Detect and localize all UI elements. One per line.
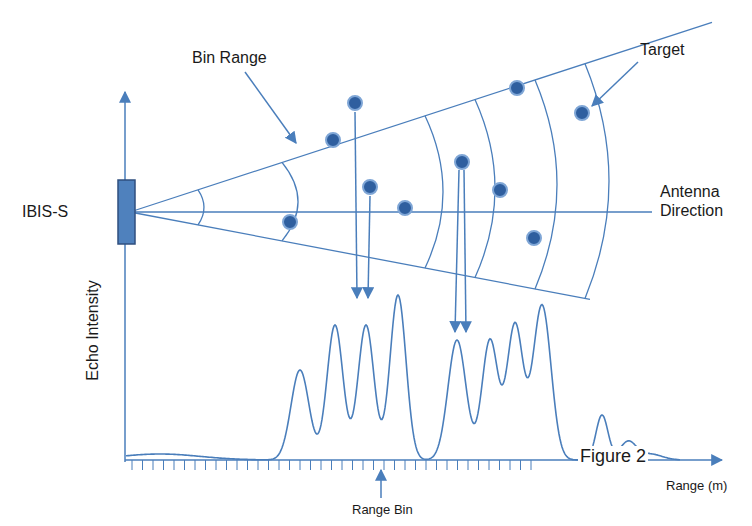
range-bin-tick [352,460,353,470]
range-bin-tick [153,460,154,470]
range-bin-tick [184,460,185,470]
echo-waveform [126,295,680,460]
range-bin-tick [205,460,206,470]
target-dot [363,180,377,194]
bin-range-arc [585,64,609,299]
range-bin-tick [310,460,311,470]
range-bin-tick [426,460,427,470]
target-dot [326,133,340,147]
range-bin-tick [195,460,196,470]
axis-label: Antenna Direction [660,182,748,220]
target-dot [493,183,507,197]
range-bin-tick [394,460,395,470]
range-bin-tick [163,460,164,470]
range-bin-tick [174,460,175,470]
range-bin-tick [300,460,301,470]
range-bin-tick [499,460,500,470]
range-bin-tick [436,460,437,470]
device-label: IBIS-S [22,202,68,221]
callout-label: Target [640,40,684,59]
range-bin-tick [226,460,227,470]
range-bin-tick [520,460,521,470]
range-bin-tick [289,460,290,470]
range-bin-tick [247,460,248,470]
range-bin-tick [531,460,532,470]
range-bin-tick [279,460,280,470]
axis-title: Echo Intensity [83,280,102,381]
radar-sensor [118,180,135,244]
range-bin-tick [415,460,416,470]
range-bin-tick [489,460,490,470]
range-bin-tick [384,460,385,470]
range-bin-tick [478,460,479,470]
range-bin-tick [331,460,332,470]
target-dot [527,231,541,245]
axis-title: Range (m) [666,478,727,494]
beam-edge [130,22,712,212]
target-dot [398,201,412,215]
range-bin-tick [457,460,458,470]
antenna-axis [130,211,652,212]
beam-edge [130,212,590,299]
range-bin-tick [510,460,511,470]
range-bin-tick [321,460,322,470]
target-dot [575,106,589,120]
bin-range-arc [198,190,204,225]
range-bin-tick [268,460,269,470]
target-dot [455,155,469,169]
bin-range-arc [425,116,443,268]
range-bin-tick [342,460,343,470]
range-bin-tick [468,460,469,470]
range-bin-tick [237,460,238,470]
bin-range-arc [535,80,557,289]
range-bin-tick [216,460,217,470]
range-bin-tick [132,460,133,470]
bin-range-arc [282,162,298,240]
target-dot [348,96,362,110]
figure-label: Figure 2 [578,446,648,467]
range-bin-tick [405,460,406,470]
callout-label: Range Bin [352,502,413,518]
range-bin-tick [142,460,143,470]
bin-range-arc [475,100,495,278]
target-dot [283,215,297,229]
range-bin-tick [363,460,364,470]
range-bin-tick [373,460,374,470]
target-dot [510,81,524,95]
range-bin-tick [447,460,448,470]
range-bin-tick [258,460,259,470]
callout-label: Bin Range [192,48,267,67]
